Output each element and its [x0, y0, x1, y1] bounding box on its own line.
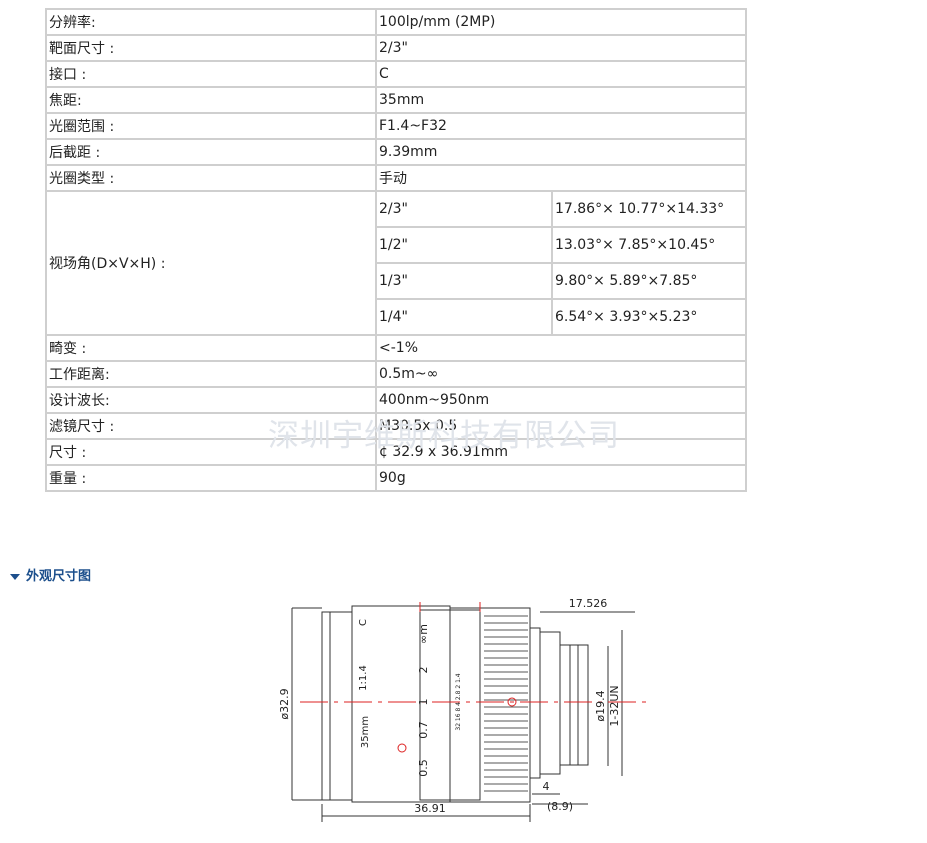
- spec-value: 35mm: [375, 86, 747, 114]
- spec-row: 滤镜尺寸 :M30.5x 0.5: [45, 412, 747, 440]
- focus-mark: ∞m: [417, 624, 430, 644]
- front-bezel: [321, 611, 353, 801]
- spec-label: 光圈范围 :: [45, 112, 377, 140]
- spec-row: 接口 :C: [45, 60, 747, 88]
- spec-row: 工作距离: 0.5m~∞: [45, 360, 747, 388]
- fov-label: 视场角(D×V×H) :: [45, 190, 377, 336]
- spec-value: M30.5x 0.5: [375, 412, 747, 440]
- spec-row: 后截距 :9.39mm: [45, 138, 747, 166]
- c-mount-thread: [559, 644, 589, 766]
- focus-mark: 1: [417, 699, 430, 706]
- dim-flange: 17.526: [569, 597, 608, 610]
- dim-diameter: ø32.9: [278, 688, 291, 719]
- spec-value: 100lp/mm (2MP): [375, 8, 747, 36]
- spec-value: 0.5m~∞: [375, 360, 747, 388]
- spec-row: 靶面尺寸 :2/3": [45, 34, 747, 62]
- spec-label: 重量 :: [45, 464, 377, 492]
- fov-angles: 17.86°× 10.77°×14.33°: [551, 190, 747, 228]
- main-barrel: [351, 605, 451, 803]
- spec-label: 尺寸 :: [45, 438, 377, 466]
- spec-row: 重量 :90g: [45, 464, 747, 492]
- spec-row: 光圈范围 :F1.4~F32: [45, 112, 747, 140]
- fov-sensor: 1/4": [375, 298, 553, 336]
- spec-label: 后截距 :: [45, 138, 377, 166]
- dim-4: 4: [543, 780, 550, 793]
- spec-value: 2/3": [375, 34, 747, 62]
- spec-value: C: [375, 60, 747, 88]
- spec-row: 焦距:35mm: [45, 86, 747, 114]
- spec-value: ¢ 32.9 x 36.91mm: [375, 438, 747, 466]
- fov-sensor: 1/2": [375, 226, 553, 264]
- spec-label: 工作距离:: [45, 360, 377, 388]
- dim-length: 36.91: [414, 802, 446, 815]
- spec-label: 设计波长:: [45, 386, 377, 414]
- fov-row: 视场角(D×V×H) :2/3"17.86°× 10.77°×14.33°: [45, 190, 747, 336]
- section-heading[interactable]: 外观尺寸图: [10, 565, 91, 584]
- spec-value: 手动: [375, 164, 747, 192]
- barrel-mark-c: C: [358, 619, 369, 626]
- focus-mark: 0.7: [417, 721, 430, 739]
- spec-label: 焦距:: [45, 86, 377, 114]
- fov-row: 1/3"9.80°× 5.89°×7.85°: [46, 262, 747, 300]
- rear-flange: [529, 627, 541, 779]
- caret-down-icon: [10, 573, 20, 580]
- spec-row: 畸变 :<-1%: [45, 334, 747, 362]
- spec-row: 光圈类型 :手动: [45, 164, 747, 192]
- dim-thread: 1-32UN: [608, 685, 621, 726]
- dimension-drawing: 36.91 ø32.9 17.526 ø19.4 1-32UN 4 (8.9) …: [278, 597, 648, 822]
- spec-value: F1.4~F32: [375, 112, 747, 140]
- focus-mark: 0.5: [417, 759, 430, 777]
- spec-label: 靶面尺寸 :: [45, 34, 377, 62]
- spec-value: 90g: [375, 464, 747, 492]
- spec-label: 滤镜尺寸 :: [45, 412, 377, 440]
- fov-sensor: 2/3": [375, 190, 553, 228]
- fov-angles: 13.03°× 7.85°×10.45°: [551, 226, 747, 264]
- barrel-mark-ratio: 1:1.4: [358, 665, 369, 691]
- focus-mark: 2: [417, 667, 430, 674]
- spec-row: 尺寸 :¢ 32.9 x 36.91mm: [45, 438, 747, 466]
- spec-value: <-1%: [375, 334, 747, 362]
- fov-row: 1/2"13.03°× 7.85°×10.45°: [46, 226, 747, 264]
- spec-label: 分辨率:: [45, 8, 377, 36]
- dim-thread-diameter: ø19.4: [594, 690, 607, 721]
- dim-back: (8.9): [547, 800, 573, 813]
- barrel-mark-focal: 35mm: [360, 716, 371, 748]
- spec-label: 畸变 :: [45, 334, 377, 362]
- spec-label: 光圈类型 :: [45, 164, 377, 192]
- fov-row: 1/4"6.54°× 3.93°×5.23°: [46, 298, 747, 336]
- section-title: 外观尺寸图: [26, 569, 92, 584]
- spec-row: 设计波长:400nm~950nm: [45, 386, 747, 414]
- iris-marks: 32 16 8 4 2.8 2 1.4: [455, 673, 462, 730]
- spec-value: 400nm~950nm: [375, 386, 747, 414]
- spec-row: 分辨率:100lp/mm (2MP): [45, 8, 747, 36]
- fov-angles: 6.54°× 3.93°×5.23°: [551, 298, 747, 336]
- spec-label: 接口 :: [45, 60, 377, 88]
- fov-angles: 9.80°× 5.89°×7.85°: [551, 262, 747, 300]
- fov-sensor: 1/3": [375, 262, 553, 300]
- spec-value: 9.39mm: [375, 138, 747, 166]
